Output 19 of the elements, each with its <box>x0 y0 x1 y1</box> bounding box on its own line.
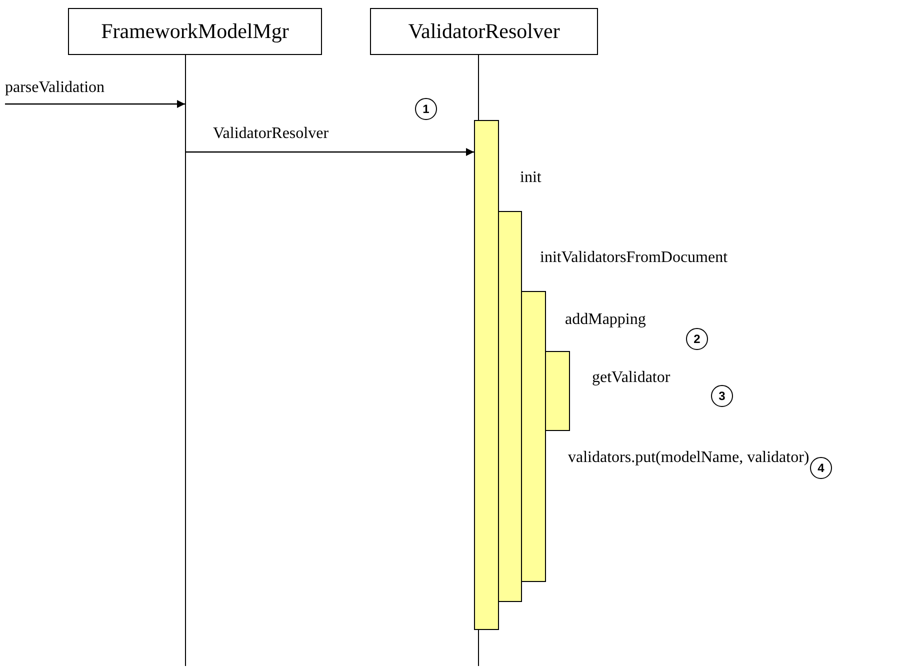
callout-number: 2 <box>686 328 708 350</box>
activation-bar <box>545 351 570 431</box>
callout-number: 4 <box>810 457 832 479</box>
callout-number: 1 <box>415 98 437 120</box>
edge-label: ValidatorResolver <box>213 126 329 142</box>
activation-bar <box>498 211 522 602</box>
message-arrow <box>185 148 474 156</box>
callout-number: 3 <box>711 385 733 407</box>
lifeline-header: ValidatorResolver <box>370 8 598 55</box>
message-label: initValidatorsFromDocument <box>540 250 728 266</box>
message-arrow <box>5 100 185 108</box>
message-label: addMapping <box>565 312 646 328</box>
edge-label: parseValidation <box>5 80 105 96</box>
message-label: validators.put(modelName, validator) <box>568 450 810 466</box>
message-label: getValidator <box>592 370 670 386</box>
activation-bar <box>474 120 499 630</box>
message-label: init <box>520 170 542 186</box>
lifeline-header: FrameworkModelMgr <box>68 8 322 55</box>
activation-bar <box>521 291 546 582</box>
